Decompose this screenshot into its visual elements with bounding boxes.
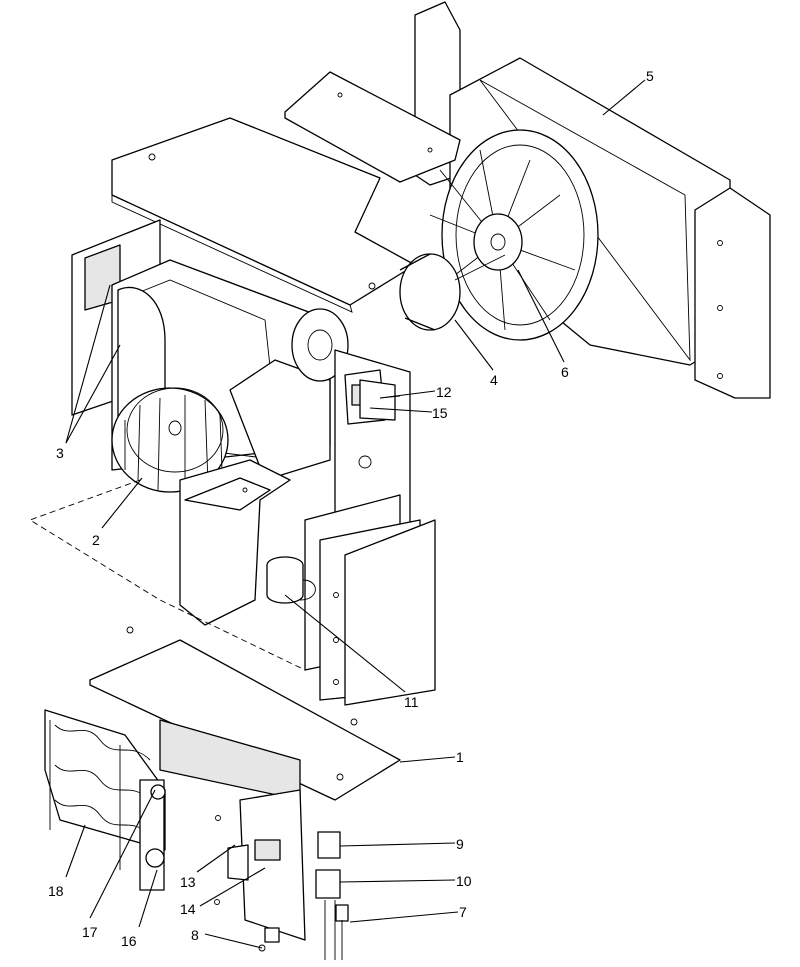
heater-element-assembly	[44, 709, 166, 870]
callout-5: 5	[646, 68, 654, 84]
motor-mount-ring	[291, 308, 349, 382]
callout-2: 2	[92, 532, 100, 548]
callout-11: 11	[404, 694, 419, 710]
capacitor	[266, 556, 316, 604]
bracket-panel-middle	[179, 459, 291, 626]
base-pan	[89, 626, 401, 801]
callout-15: 15	[432, 405, 448, 421]
limit-switch-bracket	[139, 779, 166, 891]
fan-bracket-plate	[284, 71, 461, 183]
top-cover-panel	[111, 117, 416, 313]
callout-12: 12	[436, 384, 452, 400]
callout-7: 7	[459, 904, 467, 920]
callout-18: 18	[48, 883, 64, 899]
callout-16: 16	[121, 933, 137, 949]
blower-motor	[399, 253, 506, 331]
callout-10: 10	[456, 873, 472, 889]
switch-components	[315, 831, 349, 960]
callout-4: 4	[490, 372, 498, 388]
callout-17: 17	[82, 924, 98, 940]
control-board	[214, 789, 306, 952]
callout-6: 6	[561, 364, 569, 380]
relay-blocks	[359, 379, 401, 421]
leader-lines	[65, 79, 646, 949]
callout-9: 9	[456, 836, 464, 852]
callout-3: 3	[56, 445, 64, 461]
blower-wheel	[111, 387, 229, 493]
callout-8: 8	[191, 927, 199, 943]
assembly-guide-line	[28, 479, 306, 671]
front-side-panels	[304, 494, 436, 706]
callout-14: 14	[180, 901, 196, 917]
callout-1: 1	[456, 749, 464, 765]
condenser-fan-blade	[429, 129, 599, 341]
callout-13: 13	[180, 874, 196, 890]
